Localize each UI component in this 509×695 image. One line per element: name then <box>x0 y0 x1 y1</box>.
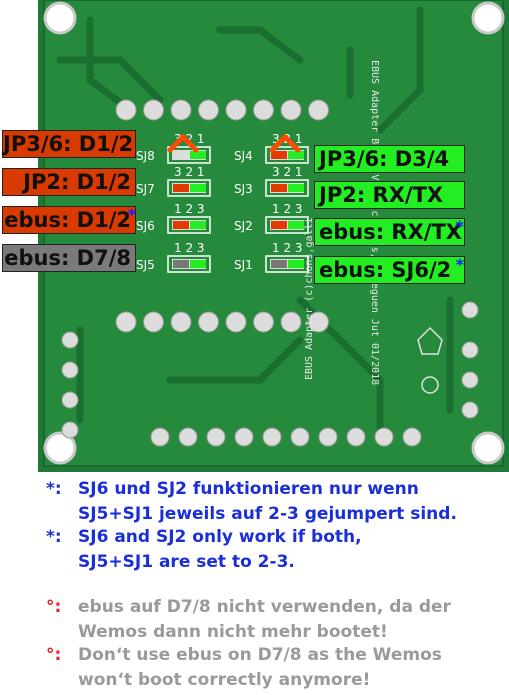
header-pad <box>143 311 164 333</box>
jumper-id-label: SJ3 <box>234 182 253 196</box>
header-pad <box>280 311 302 333</box>
jumper-id-label: SJ4 <box>234 149 253 163</box>
logo-icon <box>417 326 443 394</box>
note-2-mark: *: <box>46 527 62 547</box>
header-pad <box>225 99 247 121</box>
silkscreen-bottom-right: EBUS Adapter (c)chons,galli <box>304 217 315 380</box>
header-pad <box>115 99 137 121</box>
label-right-3: ebus: RX/TX * <box>314 217 465 246</box>
note-3-line-1: ebus auf D7/8 nicht verwenden, da der <box>78 597 451 617</box>
label-right-2: JP2: RX/TX <box>314 181 465 209</box>
header-pad <box>150 427 170 447</box>
jumper-id-label: SJ1 <box>234 258 253 272</box>
side-pad <box>461 301 479 319</box>
jumper-pin-numbers: 1 2 3 <box>174 241 205 255</box>
header-pad <box>253 99 274 121</box>
note-4-mark: °: <box>46 645 62 665</box>
label-right-1: JP3/6: D3/4 <box>314 145 465 173</box>
solder-jumper-sj7: 3 2 1 SJ7 <box>136 165 211 197</box>
header-pad <box>115 311 137 333</box>
label-left-1-text: JP3/6: D1/2 <box>3 132 134 156</box>
note-3-line-2: Wemos dann nicht mehr bootet! <box>78 622 388 642</box>
header-pad <box>308 99 329 121</box>
header-pad <box>206 427 226 447</box>
header-pad <box>346 427 366 447</box>
label-right-4: ebus: SJ6/2 * <box>314 255 465 284</box>
footnote-star: * <box>455 217 464 236</box>
jumper-id-label: SJ5 <box>136 258 155 272</box>
header-pad <box>402 427 422 447</box>
note-4-line-2: won‘t boot correctly anymore! <box>78 670 371 690</box>
header-pad <box>234 427 254 447</box>
side-pad <box>461 371 479 389</box>
header-pad <box>225 311 247 333</box>
header-pad <box>318 427 338 447</box>
label-left-2-text: JP2: D1/2 <box>23 170 131 194</box>
header-pad <box>280 99 302 121</box>
label-left-3: ebus: D1/2 * <box>2 205 136 234</box>
solder-jumper-sj1: 1 2 3 SJ1 <box>234 241 309 273</box>
header-pad <box>308 311 329 333</box>
side-pad <box>61 421 79 439</box>
jumper-pin-numbers: 1 2 3 <box>272 241 303 255</box>
solder-jumper-sj2: 1 2 3 SJ2 <box>234 202 309 234</box>
label-left-3-text: ebus: D1/2 <box>4 208 131 232</box>
jumper-pin-numbers: 3 2 1 <box>272 165 303 179</box>
header-pad <box>170 311 192 333</box>
label-left-4: ebus: D7/8 <box>2 244 136 272</box>
header-pad <box>143 99 164 121</box>
note-3-mark: °: <box>46 597 62 617</box>
jumper-id-label: SJ8 <box>136 149 155 163</box>
header-pad <box>178 427 198 447</box>
jumper-id-label: SJ7 <box>136 182 155 196</box>
jumper-id-label: SJ2 <box>234 219 253 233</box>
footnote-star: * <box>455 255 464 274</box>
jumper-pin-numbers: 3 2 1 <box>174 165 205 179</box>
solder-jumper-sj3: 3 2 1 SJ3 <box>234 165 309 197</box>
header-pad <box>198 311 219 333</box>
label-left-1: JP3/6: D1/2 <box>2 130 136 158</box>
side-pad <box>461 401 479 419</box>
label-left-2: JP2: D1/2 <box>2 168 136 196</box>
header-pad <box>170 99 192 121</box>
header-pad <box>198 99 219 121</box>
note-2-line-2: SJ5+SJ1 are set to 2-3. <box>78 552 295 572</box>
footnote-star: * <box>127 205 136 224</box>
header-pad <box>290 427 310 447</box>
note-1-line-2: SJ5+SJ1 jeweils auf 2-3 gejumpert sind. <box>78 504 457 524</box>
side-pad <box>61 331 79 349</box>
note-4-line-1: Don‘t use ebus on D7/8 as the Wemos <box>78 645 442 665</box>
side-pad <box>61 391 79 409</box>
side-pad <box>61 361 79 379</box>
label-right-3-text: ebus: RX/TX <box>319 220 462 244</box>
jumper-id-label: SJ6 <box>136 219 155 233</box>
solder-jumper-sj6: 1 2 3 SJ6 <box>136 202 211 234</box>
note-2-line-1: SJ6 and SJ2 only work if both, <box>78 527 362 547</box>
header-pad <box>262 427 282 447</box>
header-pad <box>374 427 394 447</box>
label-right-1-text: JP3/6: D3/4 <box>319 147 450 171</box>
side-pad <box>461 341 479 359</box>
label-left-4-text: ebus: D7/8 <box>4 246 131 270</box>
label-right-2-text: JP2: RX/TX <box>319 183 444 207</box>
label-right-4-text: ebus: SJ6/2 <box>319 258 452 282</box>
header-pad <box>253 311 274 333</box>
note-1-mark: *: <box>46 479 62 499</box>
jumper-pin-numbers: 1 2 3 <box>272 202 303 216</box>
note-1-line-1: SJ6 und SJ2 funktionieren nur wenn <box>78 479 419 499</box>
solder-jumper-sj5: 1 2 3 SJ5 <box>136 241 211 273</box>
pointer-arrows <box>167 133 301 153</box>
jumper-pin-numbers: 1 2 3 <box>174 202 205 216</box>
